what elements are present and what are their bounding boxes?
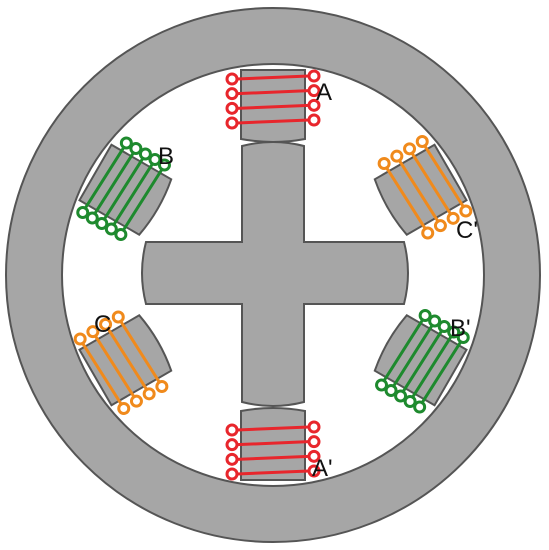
coil-loop: [99, 317, 113, 331]
coil-a: [225, 69, 321, 130]
coil-turn: [397, 158, 440, 223]
coil-windings: [73, 69, 473, 481]
coil-loop: [459, 204, 473, 218]
coil-loop: [157, 158, 171, 172]
pole-label-a: A: [316, 79, 332, 106]
coil-loop: [433, 219, 447, 233]
coil-turn: [411, 334, 453, 399]
coil-turn: [235, 440, 311, 447]
coil-loop: [428, 314, 442, 328]
coil-turn: [102, 156, 145, 221]
stator-pole-b: [78, 143, 173, 236]
stator-poles: [78, 69, 468, 481]
coil-turn: [235, 118, 311, 125]
coil-turn: [235, 425, 311, 432]
coil-turn: [106, 327, 149, 392]
coil-loop: [403, 395, 417, 409]
coil-loop: [86, 325, 100, 339]
coil-loop: [225, 72, 239, 86]
coil-loop: [375, 378, 389, 392]
coil-loop: [307, 84, 321, 98]
coil-turn: [121, 167, 164, 232]
pole-label-c: C: [94, 311, 111, 338]
coil-b: [76, 136, 171, 242]
coil-turn: [93, 151, 135, 216]
coil-turn: [235, 469, 311, 476]
coil-loop: [142, 387, 156, 401]
coil-loop: [76, 206, 90, 220]
coil-turn: [401, 329, 444, 394]
stator-pole-c: [78, 314, 173, 407]
coil-loop: [225, 423, 239, 437]
coil-loop: [225, 116, 239, 130]
coil-loop: [447, 325, 461, 339]
coil-c: [73, 310, 169, 416]
coil-turn: [235, 103, 311, 110]
coil-loop: [73, 332, 87, 346]
coil-loop: [114, 228, 128, 242]
stator-pole-b-prime: [373, 314, 468, 407]
coil-turn: [81, 341, 123, 406]
coil-loop: [111, 310, 125, 324]
rotor: [141, 141, 409, 407]
coil-loop: [415, 134, 429, 148]
coil-turn: [112, 162, 154, 227]
coil-loop: [155, 380, 169, 394]
coil-loop: [307, 98, 321, 112]
coil-loop: [403, 142, 417, 156]
coil-loop: [307, 449, 321, 463]
coil-turn: [410, 151, 453, 216]
coil-c-prime: [377, 134, 473, 240]
coil-loop: [307, 113, 321, 127]
coil-loop: [394, 389, 408, 403]
coil-loop: [85, 211, 99, 225]
coil-loop: [307, 420, 321, 434]
coil-a-prime: [225, 420, 321, 481]
coil-turn: [93, 334, 136, 399]
coil-loop: [119, 136, 133, 150]
coil-loop: [307, 69, 321, 83]
coil-loop: [446, 211, 460, 225]
stator-pole-c-prime: [373, 143, 468, 236]
coil-loop: [225, 467, 239, 481]
coil-turn: [385, 166, 427, 231]
coil-loop: [384, 384, 398, 398]
pole-label-b: B: [158, 143, 174, 170]
coil-turn: [423, 144, 465, 209]
coil-loop: [95, 217, 109, 231]
coil-loop: [413, 400, 427, 414]
coil-turn: [382, 318, 425, 383]
coil-loop: [138, 147, 152, 161]
coil-loop: [456, 330, 470, 344]
coil-loop: [129, 394, 143, 408]
coil-turn: [83, 145, 126, 210]
coil-loop: [117, 402, 131, 416]
coil-loop: [129, 141, 143, 155]
coil-loop: [421, 226, 435, 240]
coil-loop: [307, 435, 321, 449]
coil-loop: [148, 152, 162, 166]
coil-loop: [225, 438, 239, 452]
stator-ring: [5, 6, 541, 544]
coil-turn: [235, 74, 311, 81]
coil-turn: [420, 340, 463, 405]
coil-turn: [235, 454, 311, 461]
pole-label-c-prime: C': [456, 217, 478, 244]
coil-loop: [307, 464, 321, 478]
coil-turn: [235, 89, 311, 96]
coil-turn: [392, 323, 434, 388]
coil-loop: [377, 156, 391, 170]
coil-loop: [437, 319, 451, 333]
coil-b-prime: [375, 308, 470, 414]
coil-turn: [119, 319, 161, 384]
pole-label-a-prime: A': [312, 455, 333, 482]
coil-loop: [225, 452, 239, 466]
coil-loop: [225, 101, 239, 115]
coil-loop: [104, 222, 118, 236]
pole-label-b-prime: B': [450, 315, 471, 342]
coil-loop: [418, 308, 432, 322]
coil-loop: [225, 87, 239, 101]
coil-loop: [390, 149, 404, 163]
